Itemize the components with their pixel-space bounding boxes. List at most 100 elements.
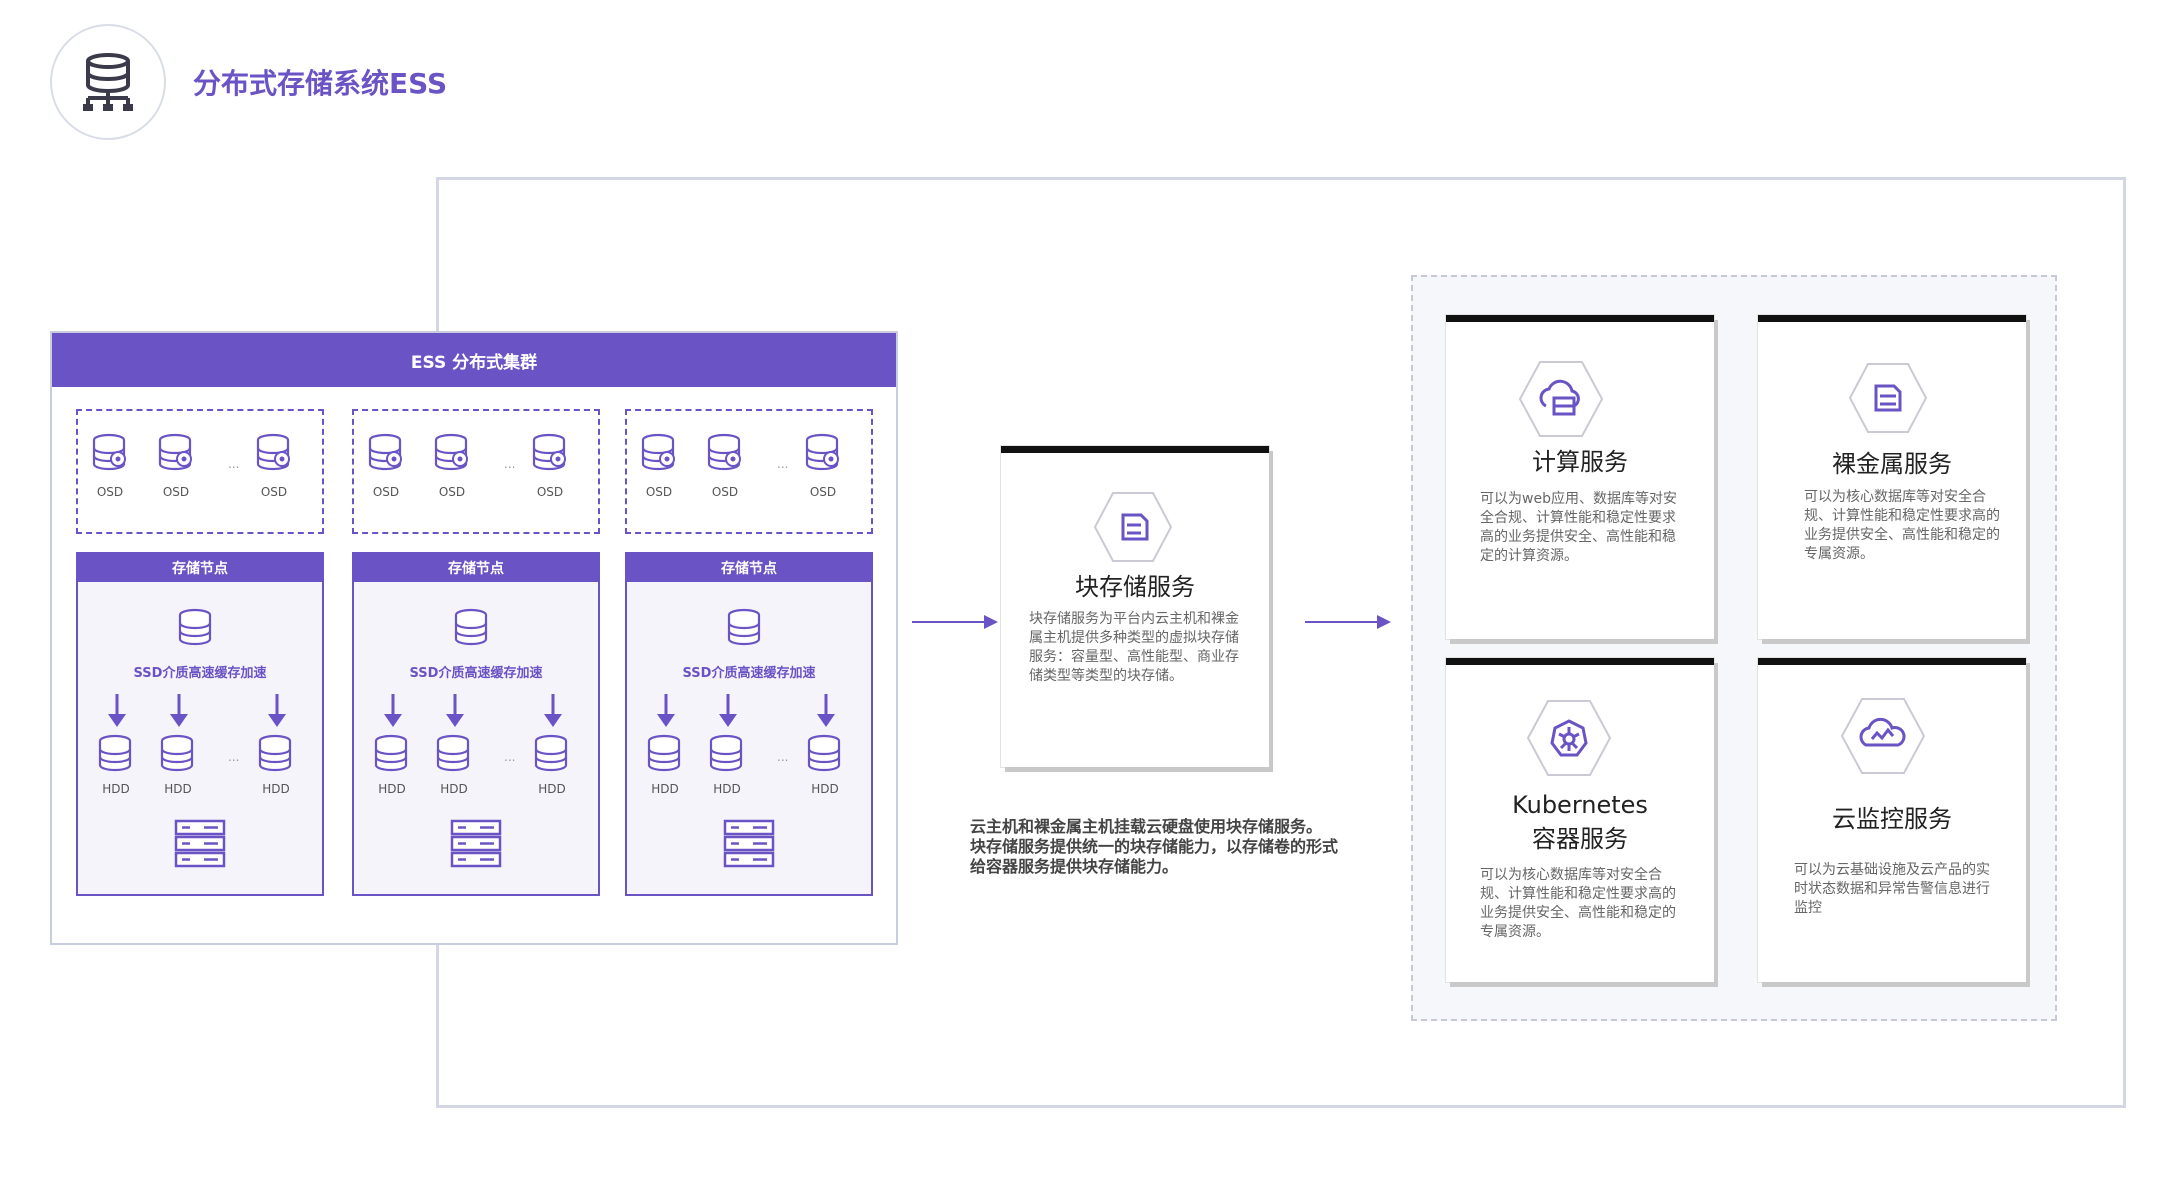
bare-metal-service-description: 可以为核心数据库等对安全合规、计算性能和稳定性要求高的业务提供安全、高性能和稳定… bbox=[1804, 489, 2000, 562]
ssd-disk-icon bbox=[727, 608, 761, 646]
cloud-server-icon bbox=[1518, 360, 1604, 442]
compute-service-description: 可以为web应用、数据库等对安全合规、计算性能和稳定性要求高的业务提供安全、高性… bbox=[1480, 491, 1677, 564]
arrow-wrapper bbox=[717, 694, 739, 732]
block-storage-card: 块存储服务 块存储服务为平台内云主机和裸金属主机提供多种类型的虚拟块存储服务：容… bbox=[1001, 446, 1269, 767]
down-arrow-icon bbox=[817, 694, 835, 727]
osd-item bbox=[434, 433, 472, 477]
arrow-wrapper bbox=[815, 694, 837, 732]
hdd-item bbox=[534, 734, 572, 778]
storage-node-title: 存储节点 bbox=[354, 554, 598, 582]
server-rack-icon bbox=[450, 819, 502, 868]
osd-item bbox=[805, 433, 843, 477]
cloud-monitor-service-card: 云监控服务 可以为云基础设施及云产品的实时状态数据和异常告警信息进行监控 bbox=[1758, 658, 2026, 982]
hdd-label: HDD bbox=[538, 782, 566, 796]
hdd-disk-icon bbox=[647, 734, 681, 772]
ssd-cache bbox=[178, 608, 216, 652]
hdd-label: HDD bbox=[164, 782, 192, 796]
osd-group: OSD OSD OSD... bbox=[352, 409, 600, 534]
hdd-disk-icon bbox=[436, 734, 470, 772]
down-arrow-icon bbox=[170, 694, 188, 727]
osd-label: OSD bbox=[645, 485, 673, 499]
logo-badge bbox=[50, 24, 166, 140]
hdd-disk-icon bbox=[258, 734, 292, 772]
storage-node: 存储节点 SSD介质高速缓存加速 HDD HDD HDD... bbox=[352, 552, 600, 896]
osd-group: OSD OSD OSD... bbox=[625, 409, 873, 534]
hdd-item bbox=[647, 734, 685, 778]
hdd-item bbox=[807, 734, 845, 778]
down-arrow-icon bbox=[384, 694, 402, 727]
osd-label: OSD bbox=[162, 485, 190, 499]
arrow-wrapper bbox=[542, 694, 564, 732]
osd-disk-icon bbox=[368, 433, 402, 471]
ellipsis: ... bbox=[504, 457, 516, 471]
hdd-label: HDD bbox=[262, 782, 290, 796]
down-arrow-icon bbox=[446, 694, 464, 727]
osd-label: OSD bbox=[809, 485, 837, 499]
hdd-item bbox=[709, 734, 747, 778]
down-arrow-icon bbox=[657, 694, 675, 727]
compute-service-card: 计算服务 可以为web应用、数据库等对安全合规、计算性能和稳定性要求高的业务提供… bbox=[1446, 315, 1714, 639]
osd-item bbox=[707, 433, 745, 477]
hdd-label: HDD bbox=[102, 782, 130, 796]
page-title: 分布式存储系统ESS bbox=[193, 67, 448, 100]
osd-disk-icon bbox=[92, 433, 126, 471]
osd-label: OSD bbox=[711, 485, 739, 499]
kubernetes-title-line1: Kubernetes bbox=[1512, 791, 1648, 819]
hdd-disk-icon bbox=[807, 734, 841, 772]
bare-metal-icon bbox=[1848, 362, 1928, 438]
arrow-wrapper bbox=[655, 694, 677, 732]
server-rack bbox=[174, 819, 226, 873]
bare-metal-service-card: 裸金属服务 可以为核心数据库等对安全合规、计算性能和稳定性要求高的业务提供安全、… bbox=[1758, 315, 2026, 639]
ssd-cache bbox=[454, 608, 492, 652]
osd-disk-icon bbox=[641, 433, 675, 471]
ssd-label: SSD介质高速缓存加速 bbox=[409, 666, 543, 681]
osd-item bbox=[158, 433, 196, 477]
ssd-cache bbox=[727, 608, 765, 652]
osd-disk-icon bbox=[256, 433, 290, 471]
osd-disk-icon bbox=[158, 433, 192, 471]
server-rack bbox=[723, 819, 775, 873]
ssd-disk-icon bbox=[178, 608, 212, 646]
osd-label: OSD bbox=[372, 485, 400, 499]
kubernetes-icon bbox=[1526, 699, 1612, 781]
osd-label: OSD bbox=[260, 485, 288, 499]
osd-disk-icon bbox=[707, 433, 741, 471]
hdd-label: HDD bbox=[378, 782, 406, 796]
hdd-item bbox=[160, 734, 198, 778]
arrow-to-block-storage bbox=[912, 615, 998, 629]
ellipsis: ... bbox=[504, 750, 516, 764]
osd-disk-icon bbox=[805, 433, 839, 471]
cloud-monitor-service-title: 云监控服务 bbox=[1832, 805, 1952, 833]
osd-disk-icon bbox=[532, 433, 566, 471]
hdd-item bbox=[374, 734, 412, 778]
down-arrow-icon bbox=[719, 694, 737, 727]
ssd-disk-icon bbox=[454, 608, 488, 646]
osd-item bbox=[256, 433, 294, 477]
note-line: 给容器服务提供块存储能力。 bbox=[970, 857, 1179, 876]
block-storage-title: 块存储服务 bbox=[1075, 573, 1195, 601]
hdd-item bbox=[258, 734, 296, 778]
ellipsis: ... bbox=[777, 750, 789, 764]
osd-item bbox=[641, 433, 679, 477]
down-arrow-icon bbox=[108, 694, 126, 727]
arrow-wrapper bbox=[444, 694, 466, 732]
block-storage-icon bbox=[1093, 491, 1173, 567]
storage-note: 云主机和裸金属主机挂载云硬盘使用块存储服务。 块存储服务提供统一的块存储能力，以… bbox=[970, 817, 1370, 877]
osd-label: OSD bbox=[438, 485, 466, 499]
ellipsis: ... bbox=[777, 457, 789, 471]
ellipsis: ... bbox=[228, 457, 240, 471]
hdd-disk-icon bbox=[374, 734, 408, 772]
block-storage-description: 块存储服务为平台内云主机和裸金属主机提供多种类型的虚拟块存储服务：容量型、高性能… bbox=[1029, 611, 1239, 684]
hdd-label: HDD bbox=[440, 782, 468, 796]
hdd-label: HDD bbox=[811, 782, 839, 796]
kubernetes-service-description: 可以为核心数据库等对安全合规、计算性能和稳定性要求高的业务提供安全、高性能和稳定… bbox=[1480, 867, 1676, 940]
ssd-label: SSD介质高速缓存加速 bbox=[682, 666, 816, 681]
server-rack-icon bbox=[174, 819, 226, 868]
osd-label: OSD bbox=[536, 485, 564, 499]
down-arrow-icon bbox=[268, 694, 286, 727]
kubernetes-title-line2: 容器服务 bbox=[1532, 825, 1628, 853]
osd-item bbox=[368, 433, 406, 477]
